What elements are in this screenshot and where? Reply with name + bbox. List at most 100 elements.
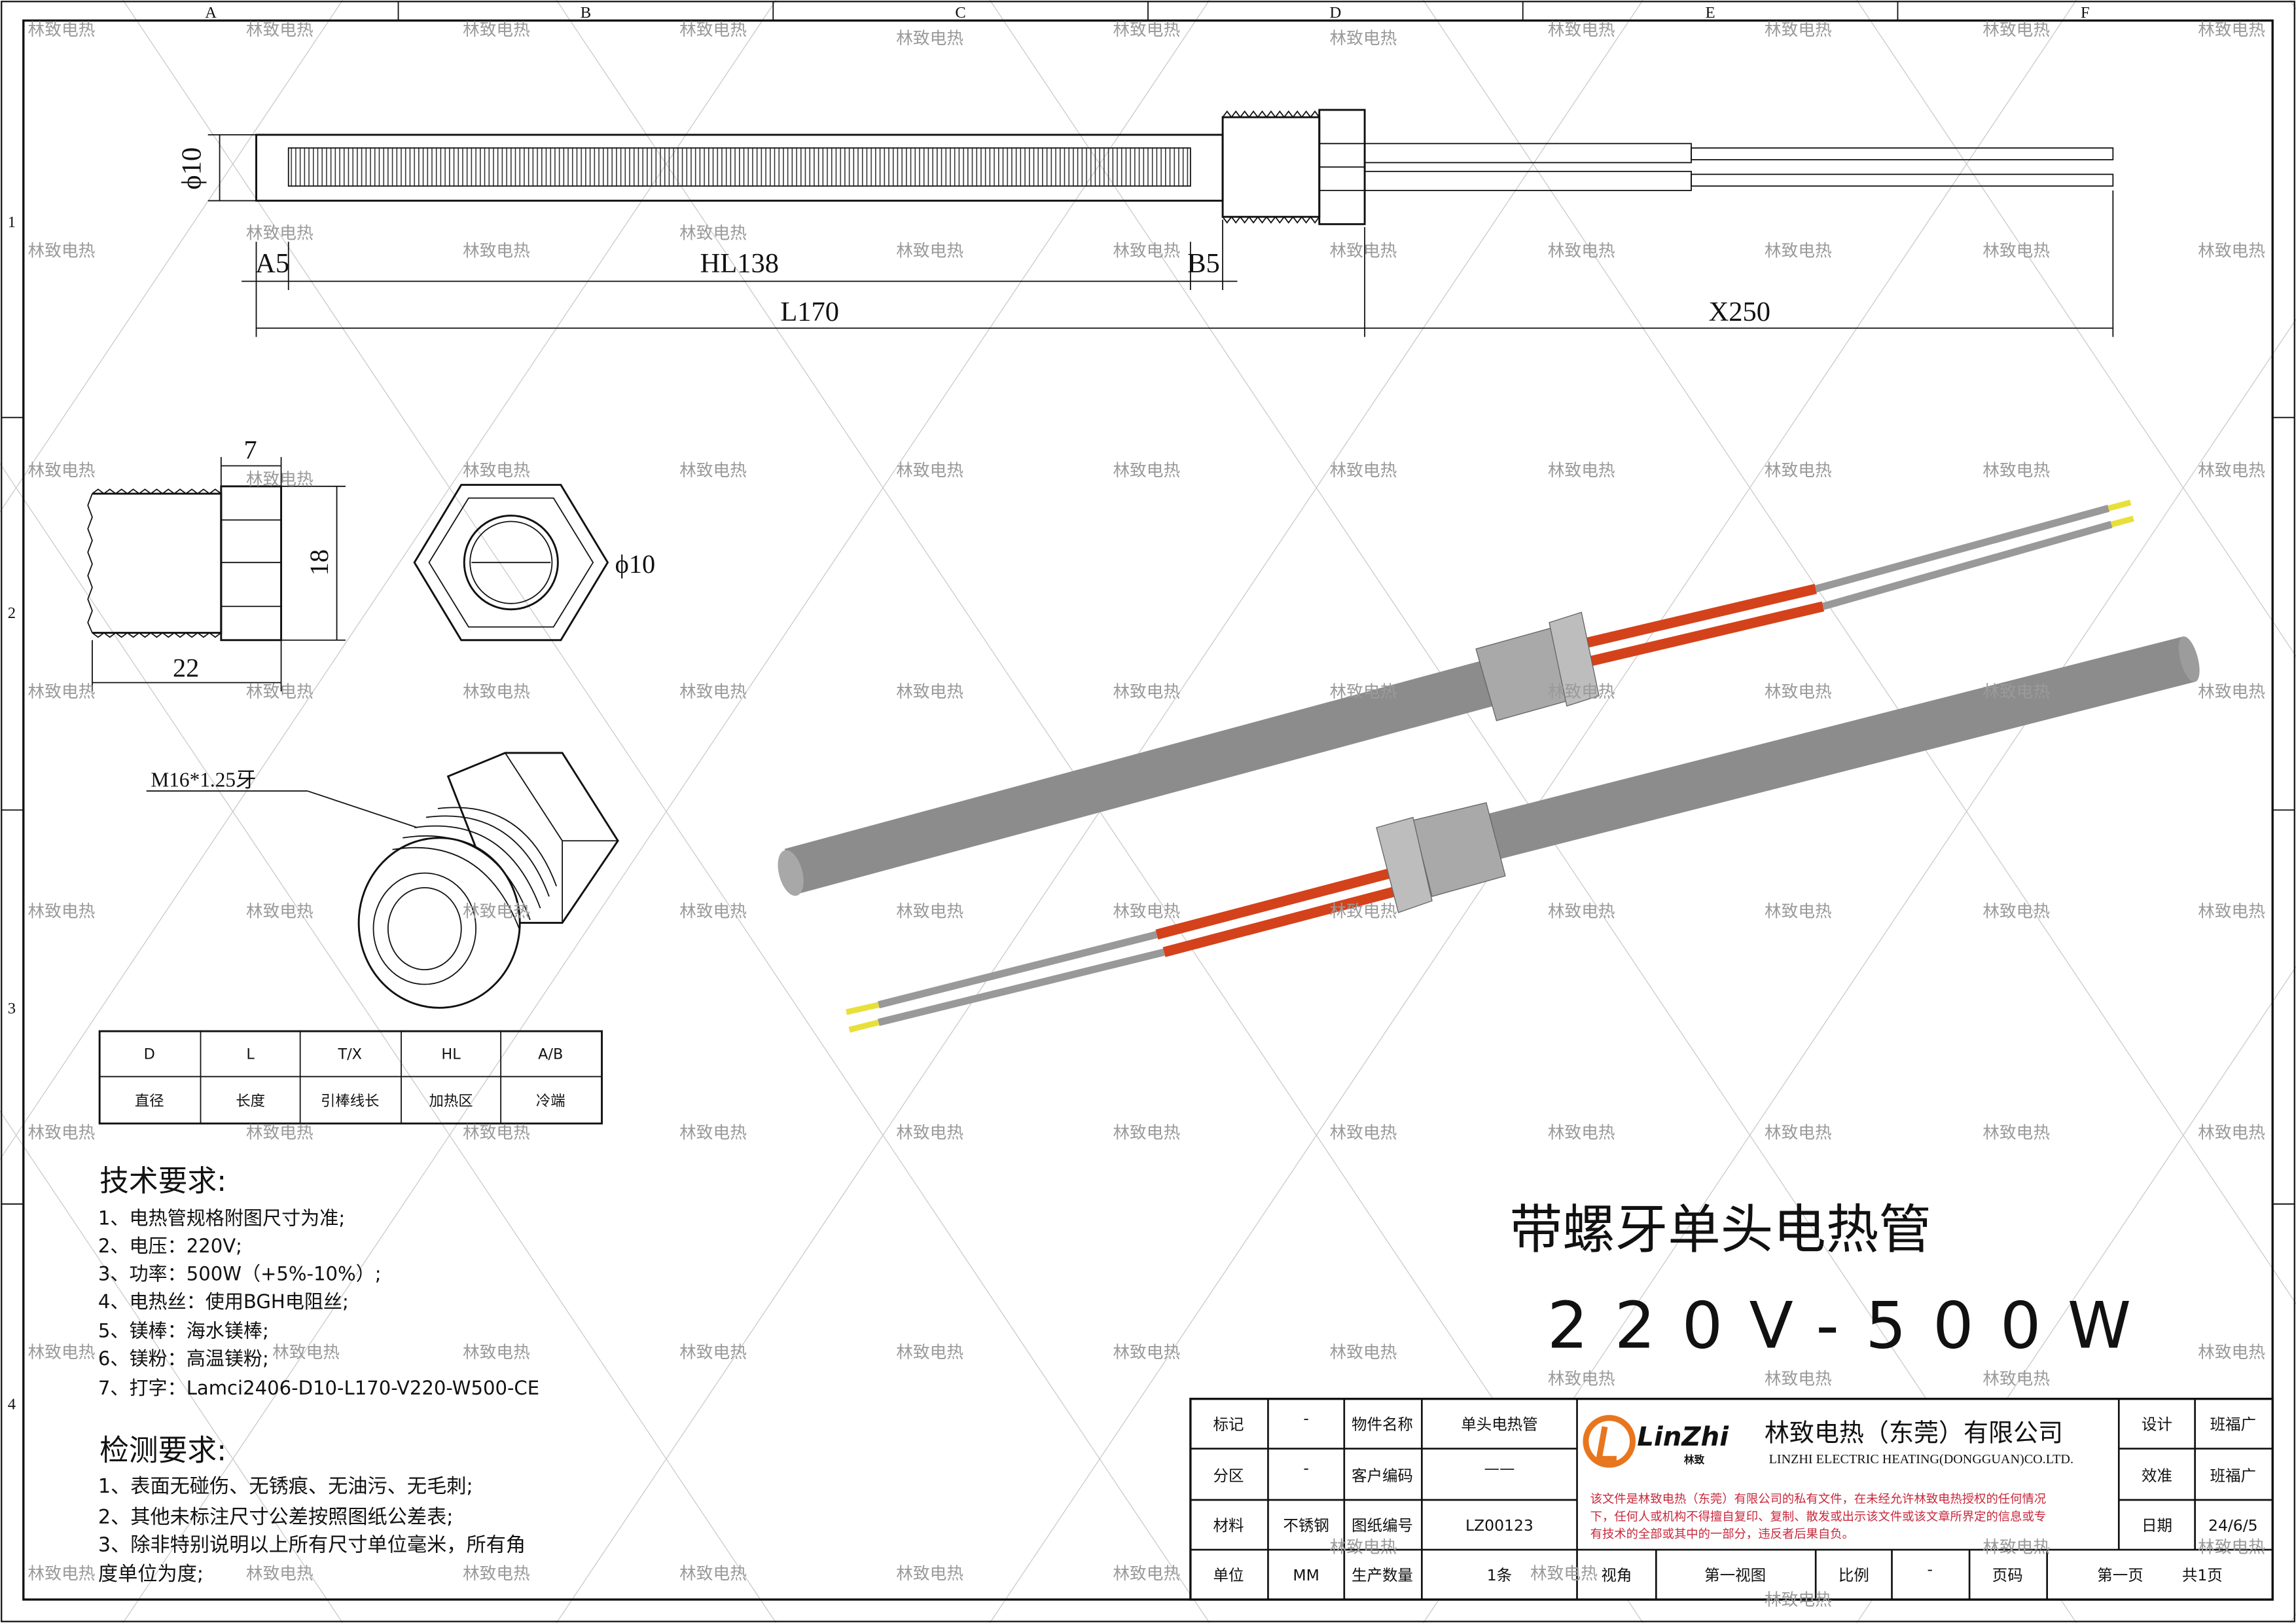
confidential-notice: 有技术的全部或其中的一部分，违反者后果自负。 [1590, 1527, 1854, 1541]
watermark-text: 林致电热 [28, 20, 96, 40]
table-cell: 直径 [135, 1093, 164, 1110]
watermark-text: 林致电热 [1113, 1564, 1180, 1584]
watermark-text: 林致电热 [28, 902, 96, 922]
watermark-text: 林致电热 [1982, 20, 2050, 40]
watermark-text: 林致电热 [679, 1564, 747, 1584]
view-value: 第一视图 [1704, 1566, 1766, 1584]
table-header: L [246, 1046, 255, 1063]
nut-front-view: ϕ10 [413, 484, 655, 642]
watermark-text: 林致电热 [28, 242, 96, 261]
dim-diameter: ϕ10 [177, 147, 207, 190]
page-label: 页码 [1992, 1566, 2023, 1584]
watermark-text: 林致电热 [896, 242, 963, 261]
zone-label: 分区 [1213, 1467, 1244, 1485]
watermark-text: 林致电热 [1329, 902, 1397, 922]
tech-item: 5、镁棒：海水镁棒; [98, 1320, 269, 1342]
confidential-notice: 下，任何人或机构不得擅自复印、复制、散发或出示该文件或该文章所界定的信息或专 [1590, 1510, 2046, 1523]
watermark-text: 林致电热 [1548, 461, 1615, 481]
table-cell: 引棒线长 [321, 1093, 379, 1110]
check-label: 效准 [2142, 1467, 2172, 1485]
design-label: 设计 [2142, 1415, 2172, 1434]
watermark-text: 林致电热 [1982, 242, 2050, 261]
watermark-text: 林致电热 [1982, 1123, 2050, 1142]
watermark-text: 林致电热 [1530, 1564, 1598, 1584]
watermark-text: 林致电热 [2198, 1538, 2265, 1558]
dim-lead-length: X250 [1709, 297, 1770, 327]
inspection-requirements: 检测要求: 1、表面无碰伤、无锈痕、无油污、无毛刺; 2、其他未标注尺寸公差按照… [98, 1433, 526, 1586]
watermark-text: 林致电热 [1765, 242, 1832, 261]
watermark-text: 林致电热 [246, 470, 314, 490]
watermark-text: 林致电热 [1329, 682, 1397, 702]
product-name: 带螺牙单头电热管 [1510, 1199, 1931, 1260]
check-value: 班福广 [2210, 1467, 2256, 1485]
watermark-text: 林致电热 [2198, 902, 2265, 922]
date-value: 24/6/5 [2208, 1516, 2258, 1535]
watermark-text: 林致电热 [463, 20, 530, 40]
watermark-text: 林致电热 [1765, 1369, 1832, 1389]
design-value: 班福广 [2210, 1415, 2256, 1434]
watermark-text: 林致电热 [1548, 902, 1615, 922]
watermark-text: 林致电热 [679, 20, 747, 40]
tech-item: 3、功率：500W（+5%-10%）; [98, 1262, 382, 1285]
watermark-text: 林致电热 [2198, 461, 2265, 481]
watermark-text: 林致电热 [28, 1123, 96, 1142]
watermark-text: 林致电热 [1113, 1123, 1180, 1142]
watermark-text: 林致电热 [1765, 1590, 1832, 1610]
technical-requirements: 技术要求: 1、电热管规格附图尺寸为准; 2、电压：220V; 3、功率：500… [98, 1163, 539, 1399]
watermark-layer: 林致电热林致电热林致电热林致电热林致电热林致电热林致电热林致电热林致电热林致电热… [28, 20, 2265, 1610]
zone-markers [1, 1, 2295, 1205]
lead-wire-2 [1364, 170, 1692, 191]
inspect-item: 1、表面无碰伤、无锈痕、无油污、无毛刺; [98, 1475, 473, 1498]
mark-label: 标记 [1213, 1415, 1244, 1434]
watermark-text: 林致电热 [463, 1123, 530, 1142]
watermark-text: 林致电热 [1113, 902, 1180, 922]
scale-label: 比例 [1839, 1566, 1869, 1584]
watermark-text: 林致电热 [896, 902, 963, 922]
watermark-line [1856, 966, 2296, 1623]
watermark-text: 林致电热 [679, 1123, 747, 1142]
watermark-text: 林致电热 [2198, 20, 2265, 40]
dim-cold-end-a: A5 [255, 248, 289, 279]
watermark-text: 林致电热 [1548, 1369, 1615, 1389]
table-header: A/B [538, 1046, 563, 1063]
watermark-text: 林致电热 [28, 1343, 96, 1362]
watermark-text: 林致电热 [679, 902, 747, 922]
watermark-text: 林致电热 [1329, 461, 1397, 481]
dim-nut-height: 18 [304, 549, 334, 575]
zone-col-c: C [955, 4, 965, 22]
tech-item: 2、电压：220V; [98, 1235, 242, 1257]
watermark-text: 林致电热 [1765, 461, 1832, 481]
watermark-text: 林致电热 [246, 682, 314, 702]
heater-rod-upper [778, 500, 2134, 896]
watermark-text: 林致电热 [463, 1564, 530, 1584]
zone-row-1: 1 [8, 213, 16, 231]
tech-item: 6、镁粉：高温镁粉; [98, 1347, 269, 1370]
watermark-text: 林致电热 [1548, 242, 1615, 261]
qty-label: 生产数量 [1352, 1566, 1413, 1584]
watermark-text: 林致电热 [1113, 461, 1180, 481]
table-cell: 冷端 [536, 1093, 565, 1110]
table-header: T/X [337, 1046, 362, 1063]
watermark-text: 林致电热 [1765, 682, 1832, 702]
heater-top-view: ϕ10 A5 HL138 B5 L170 X250 [177, 109, 2114, 337]
zone-row-4: 4 [8, 1395, 16, 1413]
logo-text: LinZhi [1637, 1422, 1729, 1452]
lead-wire-1 [1364, 143, 1692, 164]
total-pages: 共1页 [2182, 1566, 2223, 1584]
inspect-item: 2、其他未标注尺寸公差按照图纸公差表; [98, 1506, 454, 1529]
watermark-text: 林致电热 [246, 1123, 314, 1142]
dim-hole: ϕ10 [615, 549, 655, 579]
watermark-text: 林致电热 [679, 682, 747, 702]
watermark-text: 林致电热 [896, 29, 963, 48]
watermark-text: 林致电热 [272, 1343, 340, 1362]
watermark-text: 林致电热 [2198, 1343, 2265, 1362]
watermark-text: 林致电热 [28, 1564, 96, 1584]
qty-value: 1条 [1487, 1566, 1512, 1584]
watermark-text: 林致电热 [1982, 461, 2050, 481]
watermark-text: 林致电热 [246, 224, 314, 244]
watermark-text: 林致电热 [1982, 682, 2050, 702]
watermark-text: 林致电热 [1329, 242, 1397, 261]
watermark-text: 林致电热 [896, 682, 963, 702]
watermark-text: 林致电热 [28, 461, 96, 481]
